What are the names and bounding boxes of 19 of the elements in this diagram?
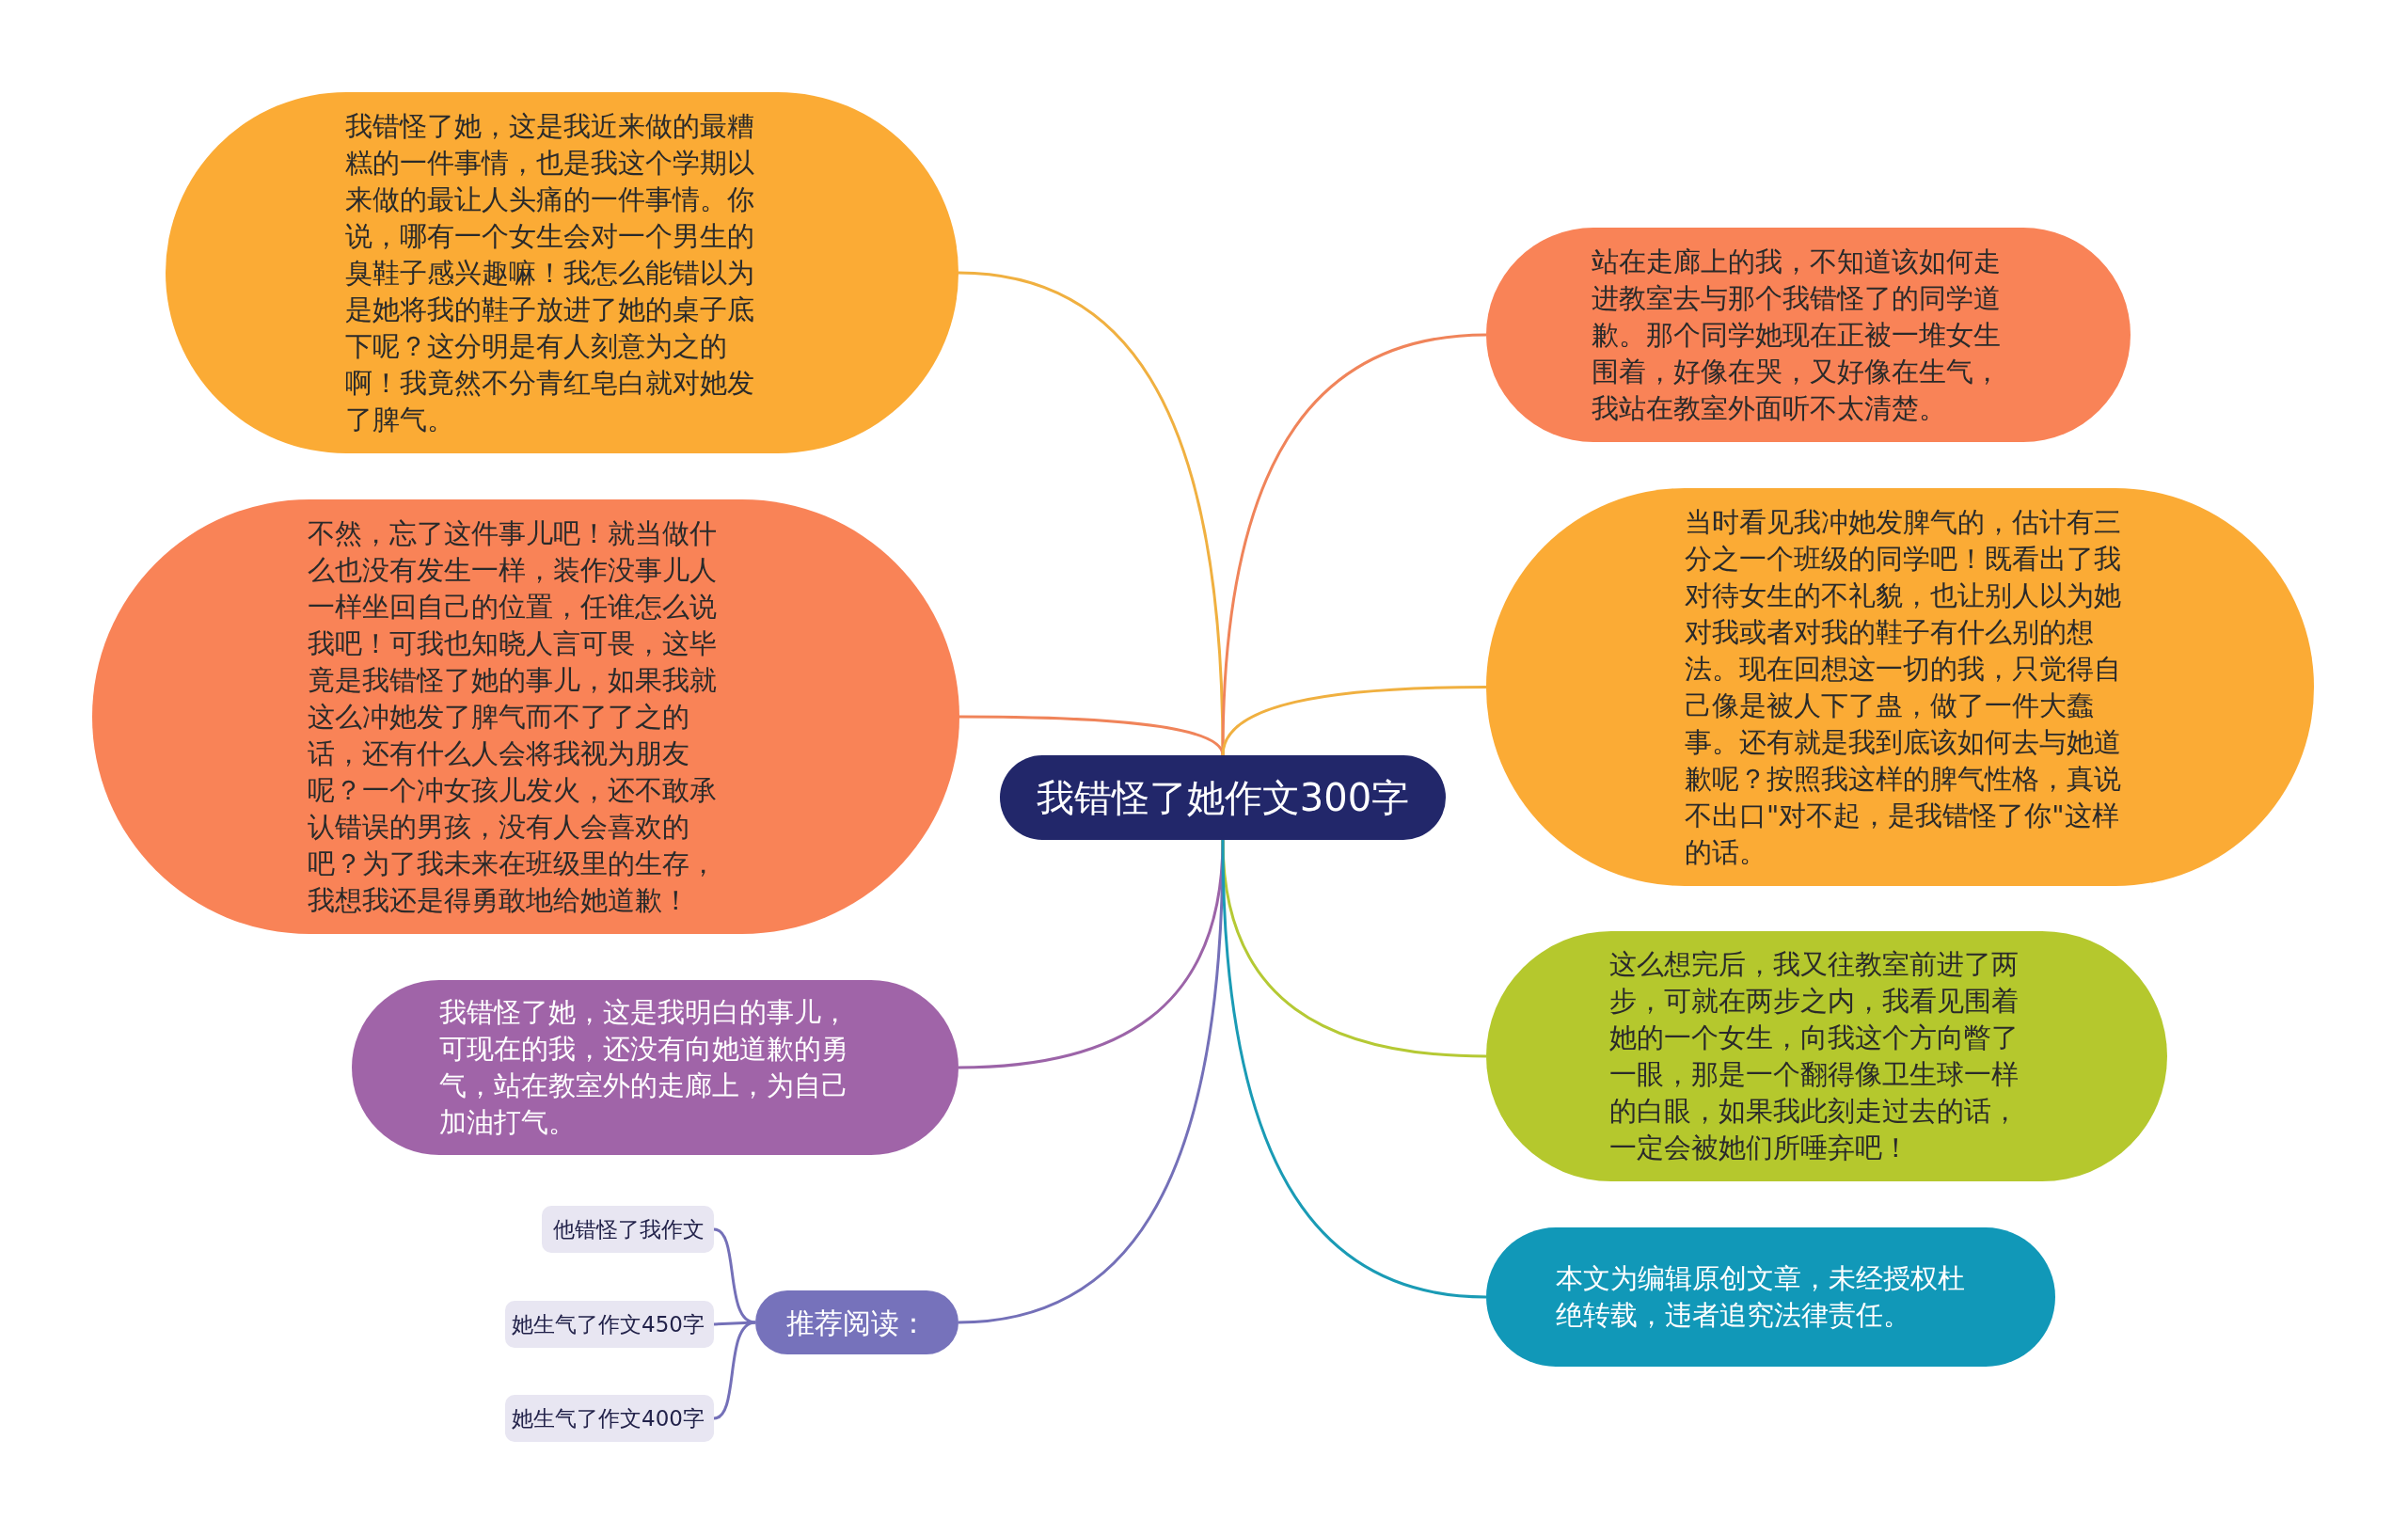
connector-line <box>713 1227 756 1324</box>
connector-line <box>1221 839 1487 1299</box>
connector-line <box>1221 333 1487 756</box>
central-topic: 我错怪了她作文300字 <box>1000 755 1446 840</box>
topic-bubble: 当时看见我冲她发脾气的，估计有三分之一个班级的同学吧！既看出了我对待女生的不礼貌，也让别人以为她对我或者对我的鞋子有什么别的想法。现在回想这一切的我，只觉得自己像是被人下了蛊，做了一件大蠢事。还有就是我到底该如何去与她道歉呢？按照我这样的脾气性格，真说不出口"对不起，是我错怪了你"这样的话。 <box>1486 488 2314 886</box>
topic-bubble: 站在走廊上的我，不知道该如何走进教室去与那个我错怪了的同学道歉。那个同学她现在正被一堆女生围着，好像在哭，又好像在生气，我站在教室外面听不太清楚。 <box>1486 228 2131 442</box>
link-box: 他错怪了我作文 <box>542 1206 714 1253</box>
topic-bubble: 不然，忘了这件事儿吧！就当做什么也没有发生一样，装作没事儿人一样坐回自己的位置，任谁怎么说我吧！可我也知晓人言可畏，这毕竟是我错怪了她的事儿，如果我就这么冲她发了脾气而不了了之的话，还有什么人会将我视为朋友呢？一个冲女孩儿发火，还不敢承认错误的男孩，没有人会喜欢的吧？为了我未来在班级里的生存，我想我还是得勇敢地给她道歉！ <box>92 499 959 934</box>
topic-bubble: 本文为编辑原创文章，未经授权杜绝转载，违者追究法律责任。 <box>1486 1227 2055 1367</box>
connector-line <box>1221 686 1486 756</box>
topic-bubble: 我错怪了她，这是我近来做的最糟糕的一件事情，也是我这个学期以来做的最让人头痛的一件事情。你说，哪有一个女生会对一个男生的臭鞋子感兴趣嘛！我怎么能错以为是她将我的鞋子放进了她的桌子底下呢？这分明是有人刻意为之的啊！我竟然不分青红皂白就对她发了脾气。 <box>166 92 958 453</box>
topic-bubble: 这么想完后，我又往教室前进了两步，可就在两步之内，我看见围着她的一个女生，向我这个方向瞥了一眼，那是一个翻得像卫生球一样的白眼，如果我此刻走过去的话，一定会被她们所唾弃吧！ <box>1486 931 2167 1181</box>
connector-line <box>713 1321 756 1420</box>
connector-line <box>959 715 1225 756</box>
connector-line <box>958 839 1225 1324</box>
link-box: 她生气了作文400字 <box>505 1395 714 1442</box>
link-box: 她生气了作文450字 <box>505 1301 714 1348</box>
topic-bubble: 我错怪了她，这是我明白的事儿，可现在的我，还没有向她道歉的勇气，站在教室外的走廊上，为自己加油打气。 <box>352 980 958 1155</box>
topic-bubble: 推荐阅读： <box>755 1290 958 1354</box>
